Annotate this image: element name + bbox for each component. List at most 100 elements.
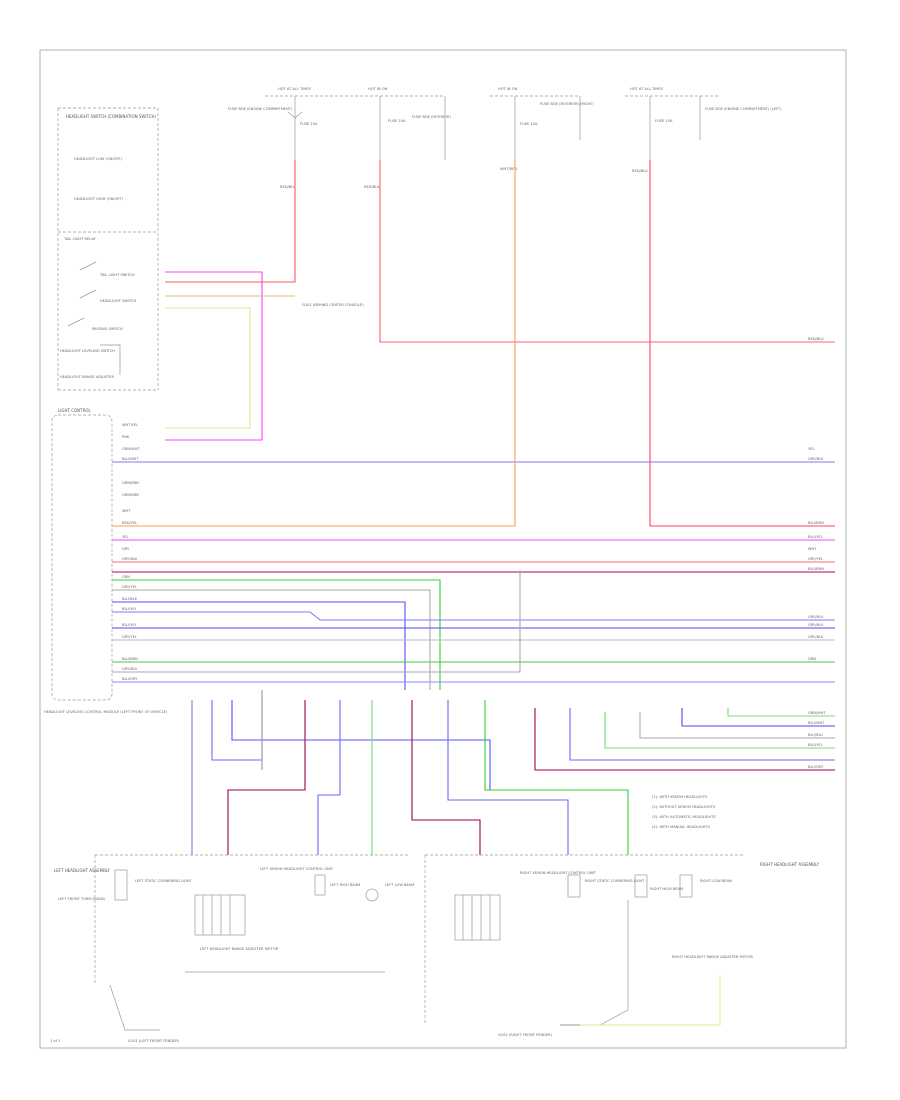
note-1: (1): WITH XENON HEADLIGHTS	[652, 795, 708, 799]
harness-wires	[112, 160, 835, 690]
left-wire-label: WHT/YEL	[122, 423, 138, 427]
right-wire-label: GRN	[808, 657, 816, 661]
switch-item-4: TAIL LIGHT SWITCH	[99, 273, 135, 277]
right-wire-label: GRY/YEL	[808, 557, 823, 561]
left-wire-label: BLU/BLK	[122, 597, 138, 601]
fuse2-hot: HOT IN ON	[368, 87, 388, 91]
right-motor: RIGHT HEADLIGHT RANGE ADJUSTER MOTOR	[672, 955, 753, 959]
switch-panel-title: HEADLIGHT SWITCH (COMBINATION SWITCH)	[66, 114, 157, 119]
left-wire-label: GRN/WHT	[122, 447, 140, 451]
switch-output-wires	[165, 160, 296, 441]
fuse-block-2	[360, 95, 446, 160]
left-wire-label: BLU/GRY	[122, 677, 138, 681]
diagram-border	[39, 49, 847, 1049]
switch-item-1: HEADLIGHT LOW (ON/OFF)	[74, 157, 123, 161]
right-wire-label: BLU/BRN	[808, 521, 824, 525]
fuse1-hot: HOT AT ALL TIMES	[278, 87, 312, 91]
left-wire-label: BLU/WHT	[122, 457, 139, 461]
drop-wires	[191, 690, 835, 855]
right-wire-labels: GRN/WHT BLU/WHT RED/BLU YEL GRY/BLK BLU/BRN BL…	[808, 337, 826, 769]
left-wire-label: GRY/BLU	[122, 667, 138, 671]
fuse4-fuse: FUSE 15A	[655, 119, 673, 123]
switch-panel	[57, 107, 159, 391]
left-wire-label: BLU/YEL	[122, 623, 137, 627]
right-wire-label: BLU/YEL	[808, 743, 823, 747]
ecu-caption: HEADLIGHT LEVELING CONTROL MODULE (LEFT …	[44, 710, 168, 714]
switch-item-2: HEADLIGHT HIGH (ON/OFF)	[74, 197, 124, 201]
fuse3-wire: WHT/RED	[500, 167, 517, 171]
fuse2-wire: RED/BLK	[364, 185, 380, 189]
left-wire-label: PNK	[122, 435, 130, 439]
left-headlight-assembly	[94, 854, 410, 1031]
fuse3-fuse: FUSE 10A	[520, 122, 538, 126]
left-wire-label: BLU/YEL	[122, 607, 137, 611]
left-assembly-title: LEFT HEADLIGHT ASSEMBLY	[54, 868, 111, 873]
fuse3-box: FUSE BOX (INTERIOR) (RIGHT)	[540, 102, 595, 106]
fuse2-box: FUSE BOX (INTERIOR)	[412, 115, 451, 119]
left-part-2: LEFT STATIC CORNERING LIGHT	[135, 879, 192, 883]
right-wire-label: BLU/YEL	[808, 535, 823, 539]
right-wire-label: BLU/WHT	[808, 721, 825, 725]
note-2: (2): WITHOUT XENON HEADLIGHTS	[652, 805, 716, 809]
fuse-block-3	[490, 95, 581, 160]
right-wire-label: WHT	[808, 547, 817, 551]
right-wire-label: BLU/BRN	[808, 567, 824, 571]
right-headlight-assembly	[424, 854, 745, 1026]
left-wire-label: GRY/YEL	[122, 585, 137, 589]
right-part-3: RIGHT HIGH BEAM	[650, 887, 683, 891]
fuse1-fuse: FUSE 10A	[300, 122, 318, 126]
switch-item-7: HEADLIGHT LEVELING SWITCH	[60, 349, 115, 353]
left-motor: LEFT HEADLIGHT RANGE ADJUSTER MOTOR	[200, 947, 279, 951]
left-wire-label: YEL	[122, 535, 128, 539]
left-wire-label: BLU/BRN	[122, 657, 138, 661]
right-wire-label: YEL	[808, 447, 814, 451]
left-wire-label: GRY	[122, 547, 130, 551]
fuse-block-4	[625, 95, 720, 160]
left-wire-labels: WHT/YEL PNK GRN/WHT BLU/WHT ORN/BRN ORN/BRN WH…	[122, 423, 140, 681]
right-wire-label: BLU/BLU	[808, 733, 823, 737]
note-4: (4): WITH MANUAL HEADLIGHTS	[652, 825, 711, 829]
fuse3-hot: HOT IN ON	[498, 87, 518, 91]
left-wire-label: WHT	[122, 509, 131, 513]
left-wire-label: ORN/BRN	[122, 481, 139, 485]
right-motor-feed	[560, 975, 721, 1026]
right-assembly-title: RIGHT HEADLIGHT ASSEMBLY	[760, 862, 820, 867]
ecu-title: LIGHT CONTROL	[58, 408, 92, 413]
right-wire-label: RED/BLU	[808, 337, 824, 341]
right-wire-label: GRY/BLK	[808, 457, 824, 461]
right-part-2: RIGHT STATIC CORNERING LIGHT	[585, 879, 645, 883]
left-ground: G101 (LEFT FRONT FENDER)	[128, 1039, 180, 1043]
fuse4-hot: HOT AT ALL TIMES	[630, 87, 664, 91]
fuse1-wire: RED/BLU	[280, 185, 296, 189]
right-part-1: RIGHT XENON HEADLIGHT CONTROL UNIT	[520, 871, 597, 875]
right-wire-label: GRN/WHT	[808, 711, 826, 715]
right-wire-label: BLU/GRY	[808, 765, 824, 769]
right-wire-label: GRY/BLK	[808, 635, 824, 639]
left-wire-label: RED/YEL	[122, 521, 137, 525]
left-part-1: LEFT XENON HEADLIGHT CONTROL UNIT	[260, 867, 334, 871]
fuse4-wire: RED/BLU	[632, 169, 648, 173]
fuse4-box: FUSE BOX (ENGINE COMPARTMENT) (LEFT)	[705, 107, 782, 111]
fuse2-fuse: FUSE 10A	[388, 119, 406, 123]
switch-item-5: HEADLIGHT SWITCH	[100, 299, 136, 303]
right-wire-label: GRY/BLU	[808, 615, 824, 619]
left-part-5: LEFT FRONT TURN SIGNAL	[58, 897, 105, 901]
left-part-3: LEFT HIGH BEAM	[330, 883, 360, 887]
left-wire-label: GRY/YEL	[122, 635, 137, 639]
left-wire-label: GRY/BLK	[122, 557, 138, 561]
note-3: (3): WITH AUTOMATIC HEADLIGHTS	[652, 815, 716, 819]
left-wire-label: GRN	[122, 575, 130, 579]
right-ground: G102 (RIGHT FRONT FENDER)	[498, 1033, 553, 1037]
left-wire-label: ORN/BRN	[122, 493, 139, 497]
fuse1-box: FUSE BOX (ENGINE COMPARTMENT)	[228, 107, 293, 111]
page-tag: 1 of 2	[50, 1039, 60, 1043]
switch-item-3: TAIL LIGHT RELAY	[63, 237, 96, 241]
fuse-block-1	[265, 95, 360, 160]
ecu-box	[51, 414, 113, 701]
ground-top-label: G301 (BEHIND CENTER CONSOLE)	[302, 303, 364, 307]
left-part-4: LEFT LOW BEAM	[385, 883, 414, 887]
right-wire-label: GRY/BLU	[808, 623, 824, 627]
switch-item-6: PASSING SWITCH	[92, 327, 123, 331]
right-part-4: RIGHT LOW BEAM	[700, 879, 732, 883]
